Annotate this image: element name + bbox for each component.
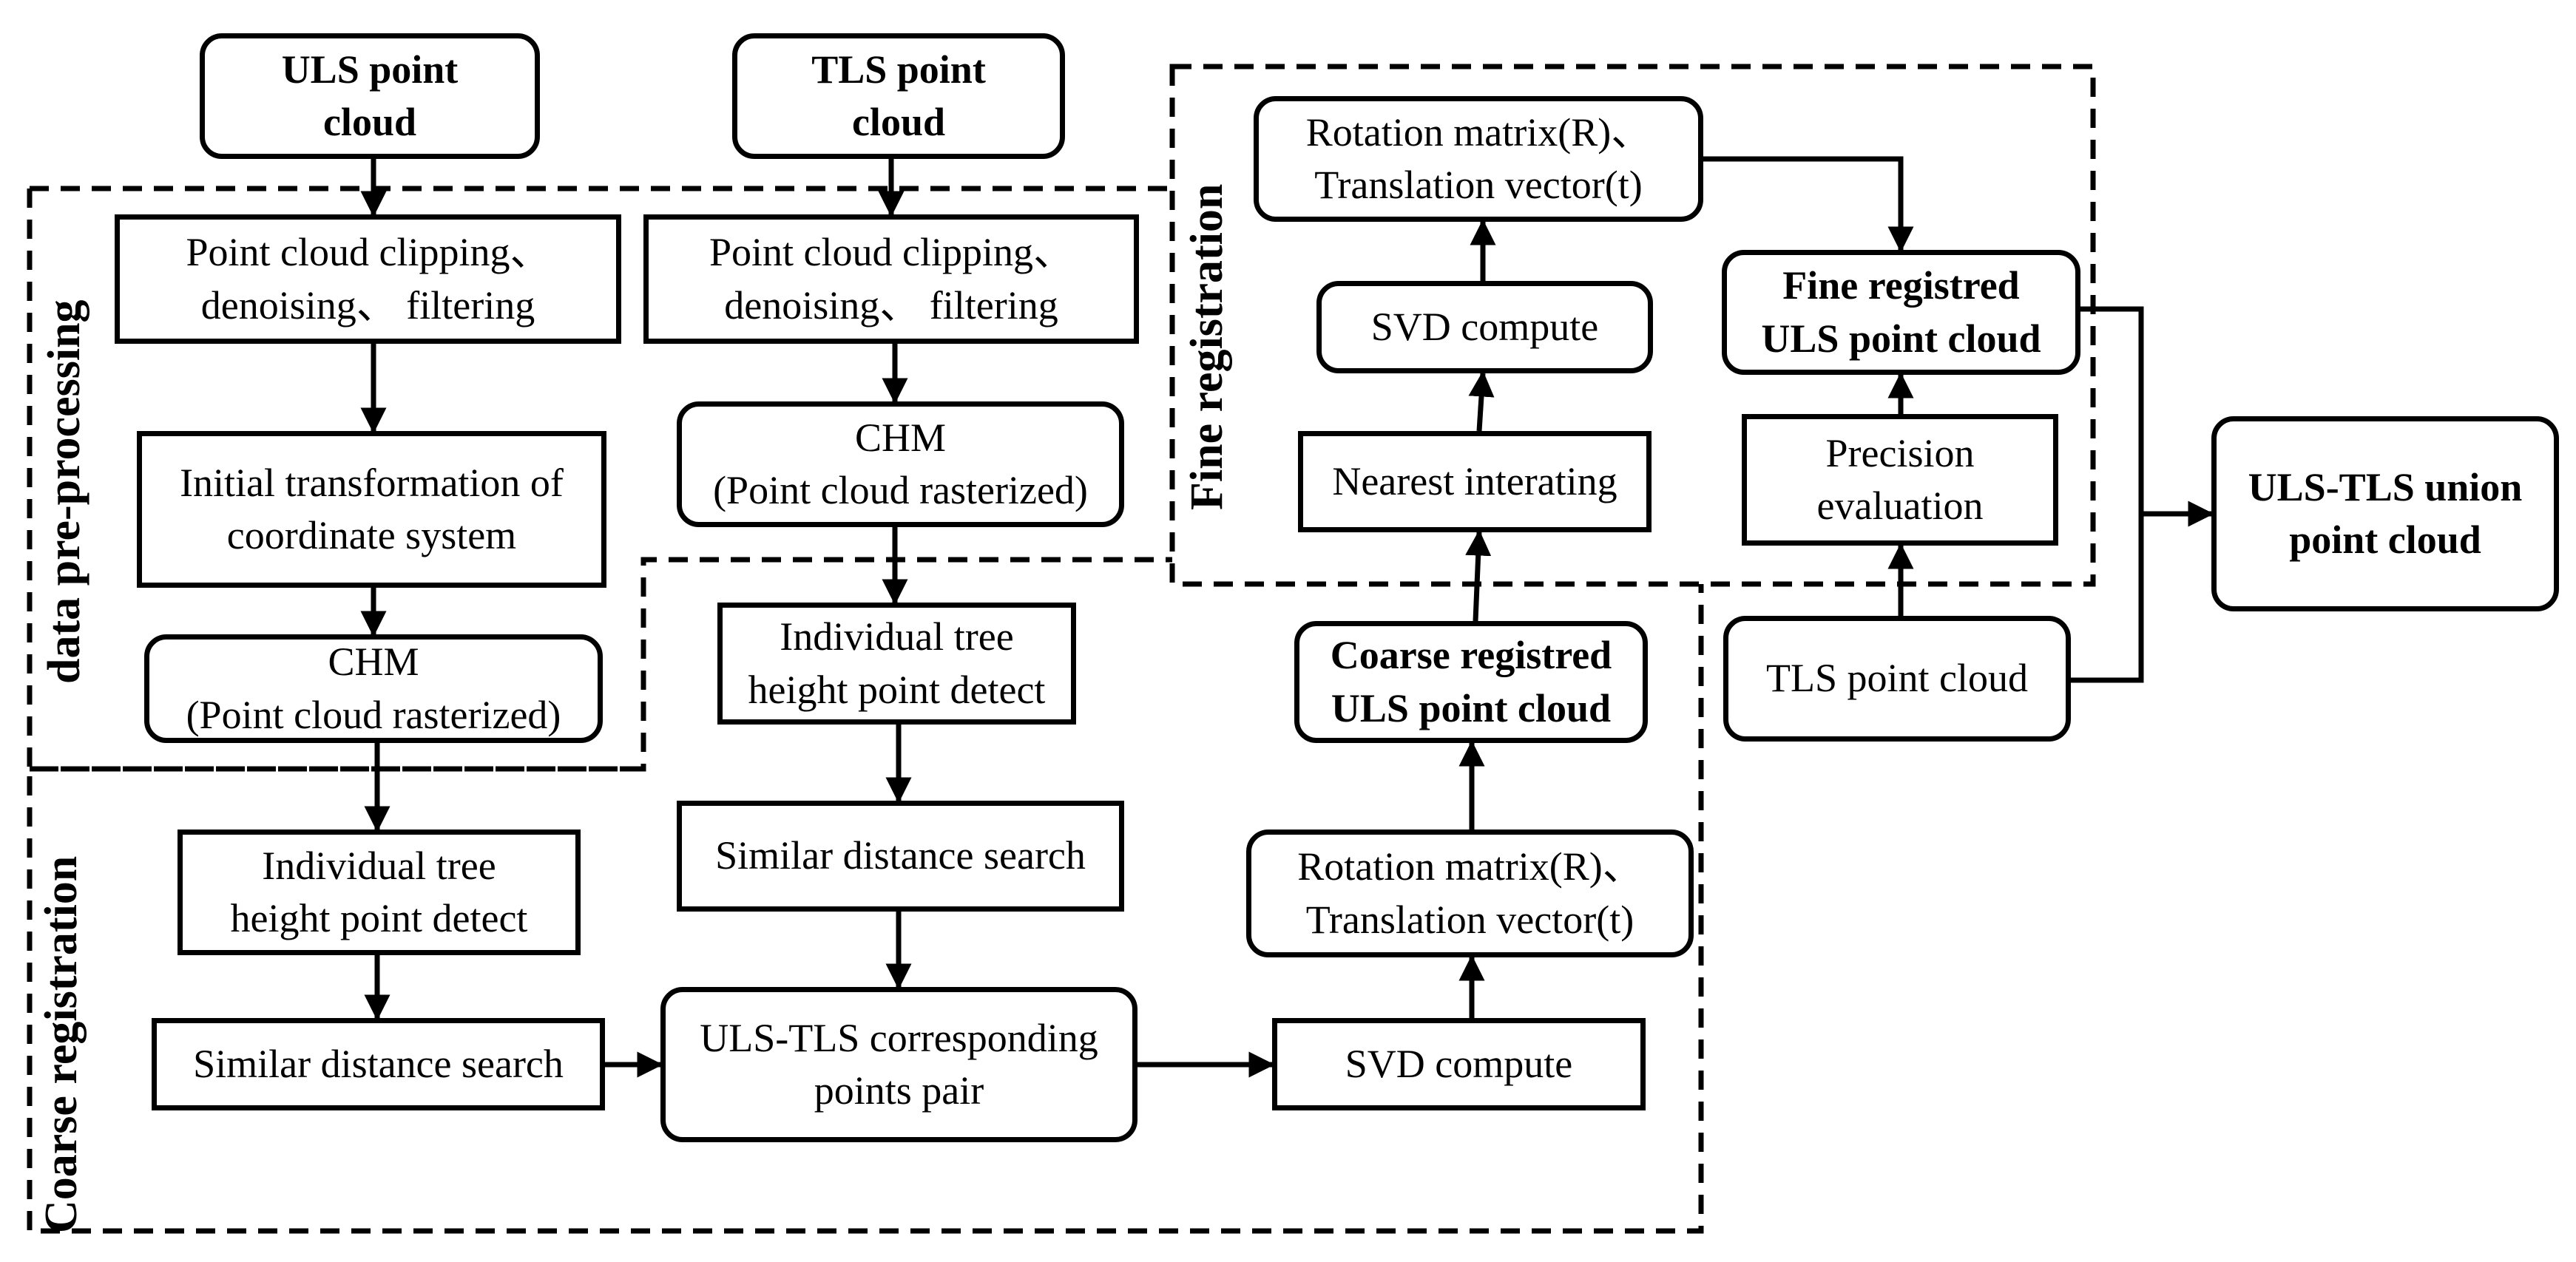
uls-tree-detect-node: Individual tree height point detect	[178, 830, 581, 955]
tls-chm-node: CHM (Point cloud rasterized)	[677, 401, 1124, 527]
coarse-rt-node: Rotation matrix(R)、 Translation vector(t…	[1246, 830, 1694, 957]
fine-svd-node: SVD compute	[1316, 281, 1653, 373]
tls-distance-node: Similar distance search	[677, 801, 1124, 912]
tls-clip-node: Point cloud clipping、 denoising、 filteri…	[643, 214, 1139, 344]
coarse-region-label: Coarse registration	[36, 855, 87, 1233]
uls-transform-node: Initial transformation of coordinate sys…	[137, 431, 606, 588]
edge-fine-result-to-union	[2080, 306, 2144, 514]
fine-region-label: Fine registration	[1182, 183, 1232, 510]
edge-tls-cloud-to-union	[2071, 514, 2144, 683]
edge-coarse-result-to-nearest	[1465, 529, 1492, 622]
union-node: ULS-TLS union point cloud	[2211, 416, 2559, 611]
coarse-result-node: Coarse registred ULS point cloud	[1294, 621, 1648, 743]
uls-chm-node: CHM (Point cloud rasterized)	[144, 634, 603, 743]
uls-clip-node: Point cloud clipping、 denoising、 filteri…	[115, 214, 621, 344]
coarse-region-boundary	[27, 584, 1704, 1234]
edge-rt-to-fine-result	[1703, 156, 1914, 253]
preprocessing-region-label: data pre-processing	[39, 299, 89, 684]
coarse-svd-node: SVD compute	[1272, 1018, 1646, 1110]
nearest-node: Nearest interating	[1298, 431, 1652, 532]
tls-tree-detect-node: Individual tree height point detect	[717, 603, 1076, 725]
uls-input-node: ULS point cloud	[200, 33, 540, 159]
fine-rt-node: Rotation matrix(R)、 Translation vector(t…	[1254, 96, 1703, 222]
precision-node: Precision evaluation	[1742, 414, 2058, 546]
edge-nearest-to-svd	[1468, 370, 1495, 432]
tls-cloud-node: TLS point cloud	[1723, 616, 2071, 742]
pairs-node: ULS-TLS corresponding points pair	[660, 987, 1137, 1142]
fine-region-boundary	[1169, 64, 2096, 587]
uls-distance-node: Similar distance search	[152, 1018, 605, 1110]
fine-result-node: Fine registred ULS point cloud	[1722, 250, 2080, 375]
tls-input-node: TLS point cloud	[732, 33, 1065, 159]
